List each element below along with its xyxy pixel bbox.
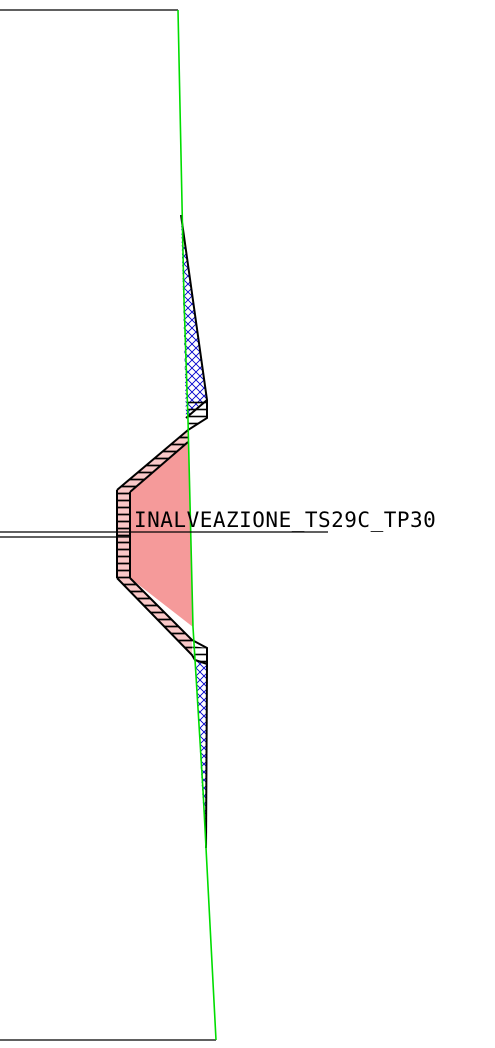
reference-line [0,531,328,538]
upper-bank-outline [116,214,208,491]
channel-outline [116,214,208,849]
upper-bank-lower-segment [185,399,208,419]
upper-hatch-cap [188,400,207,430]
left-revetment-inner-outline [129,441,189,493]
lower-bank-tail-outline [205,663,208,849]
excavation-area [130,442,193,627]
section-label: INALVEAZIONE_TS29C_TP30 [134,508,436,532]
frame [0,9,216,1041]
terrain-line [177,9,217,1041]
